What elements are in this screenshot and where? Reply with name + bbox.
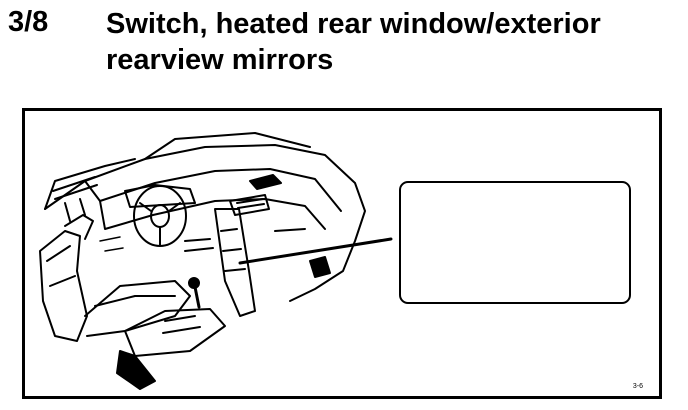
- page-title: Switch, heated rear window/exterior rear…: [106, 6, 676, 78]
- title-line-2: rearview mirrors: [106, 44, 334, 76]
- title-line-1: Switch, heated rear window/exterior: [106, 8, 601, 40]
- illustration-frame: 3-6: [22, 108, 662, 399]
- callout-box: [399, 181, 631, 304]
- section-number: 3/8: [8, 6, 49, 38]
- figure-reference: 3-6: [632, 383, 643, 390]
- car-interior-illustration: [39, 132, 393, 390]
